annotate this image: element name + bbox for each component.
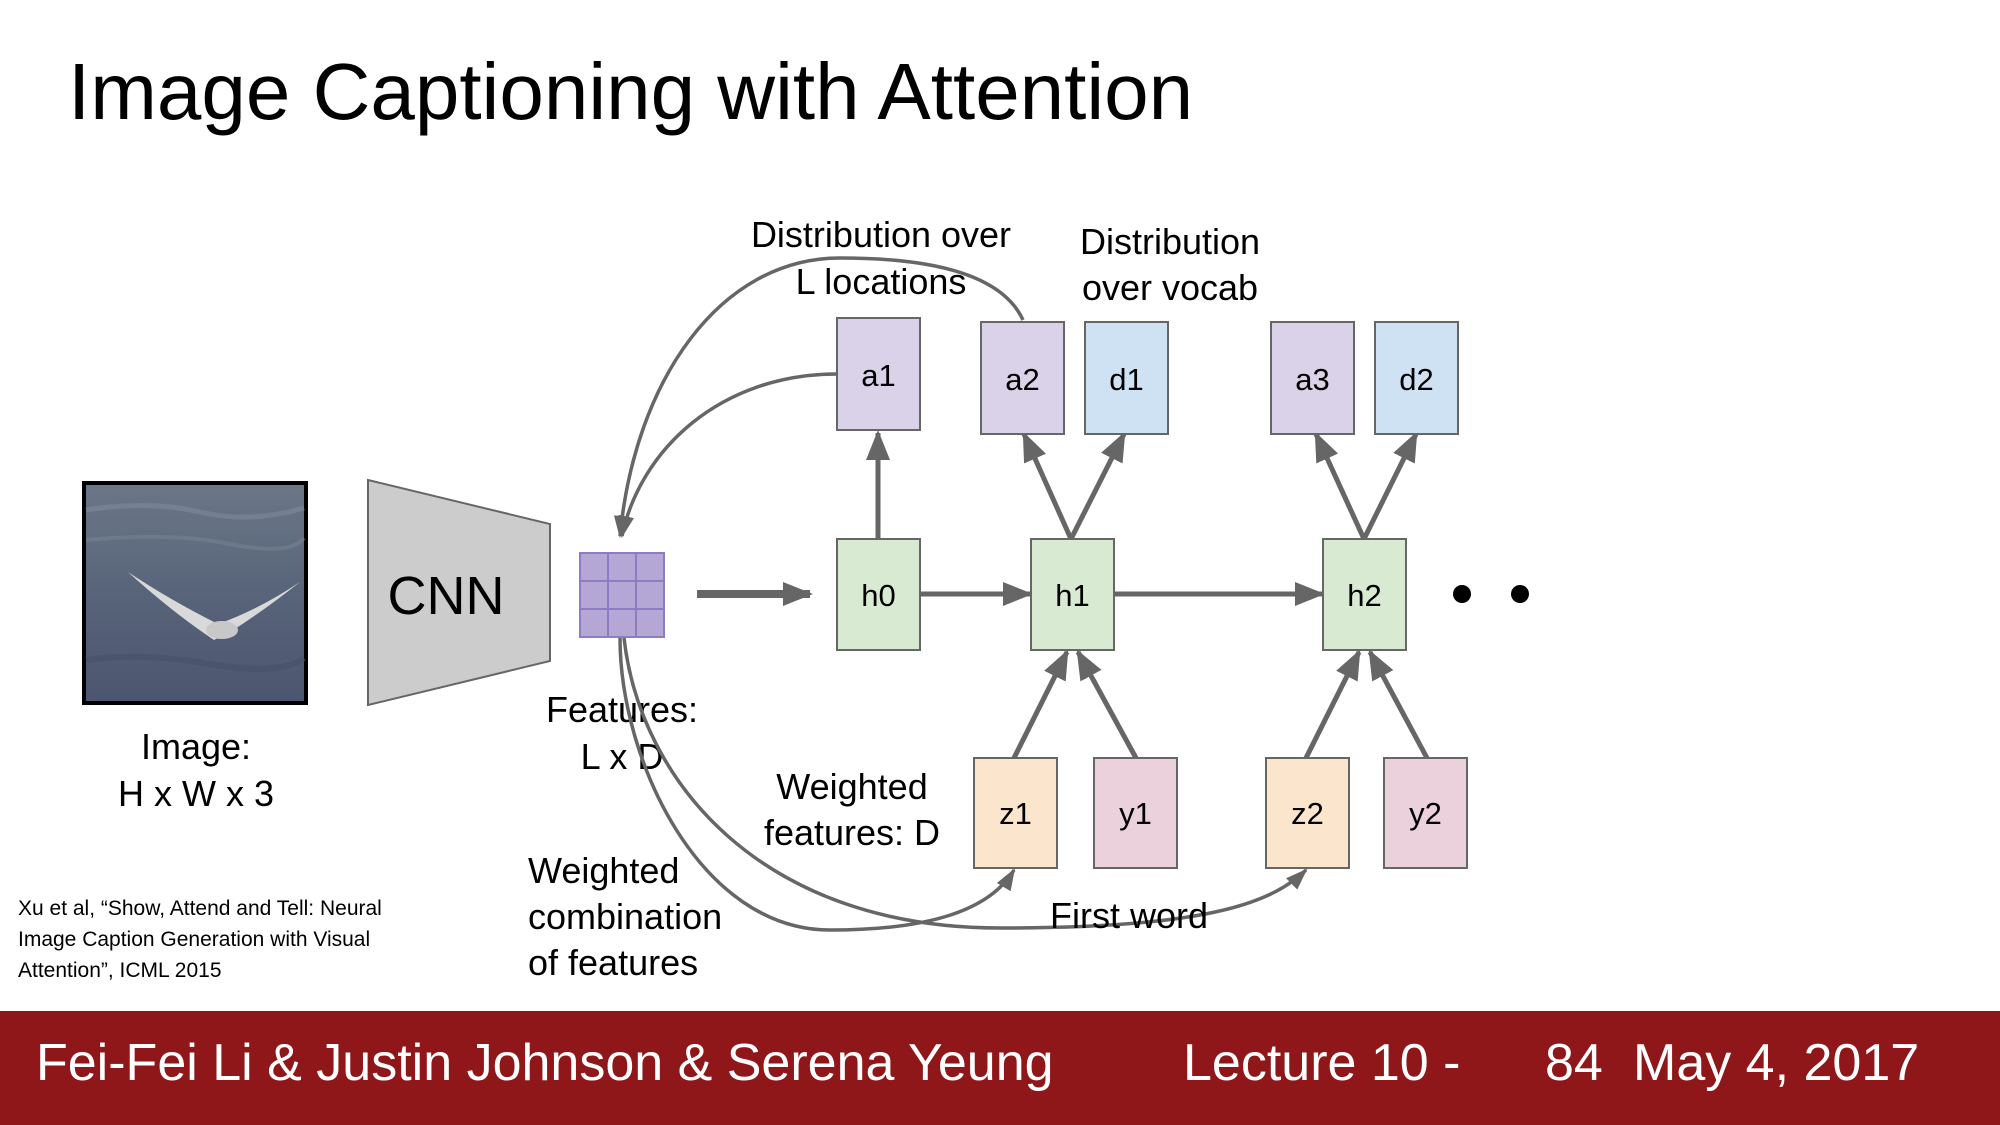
features-label-line1: Features: bbox=[546, 689, 698, 730]
weighted-combination-line2: combination bbox=[528, 896, 722, 937]
dist-locations-line1: Distribution over bbox=[751, 214, 1011, 255]
dist-locations-line2: L locations bbox=[796, 261, 967, 302]
arrow-h2-to-a3 bbox=[1313, 431, 1367, 541]
citation-line: Attention”, ICML 2015 bbox=[18, 959, 222, 982]
arrow-y2-to-h2 bbox=[1367, 649, 1430, 760]
svg-text:a2: a2 bbox=[1005, 362, 1039, 397]
weighted-combination-line3: of features bbox=[528, 942, 698, 983]
connector-arrows bbox=[613, 256, 1430, 932]
weighted-features-line2: features: D bbox=[764, 812, 940, 853]
weighted-features-line1: Weighted bbox=[776, 766, 927, 807]
svg-text:h2: h2 bbox=[1347, 578, 1381, 613]
citation-line: Xu et al, “Show, Attend and Tell: Neural bbox=[18, 897, 382, 920]
node-h1: h1 bbox=[1030, 538, 1115, 651]
attention-diagram: Image: H x W x 3 CNN Features: L x D a1 bbox=[82, 214, 1529, 983]
footer-date: May 4, 2017 bbox=[1633, 1034, 1920, 1092]
features-label-line2: L x D bbox=[581, 736, 664, 777]
svg-text:z1: z1 bbox=[999, 796, 1032, 831]
footer-authors: Fei-Fei Li & Justin Johnson & Serena Yeu… bbox=[36, 1034, 1054, 1092]
node-h2: h2 bbox=[1322, 538, 1407, 651]
weighted-combination-line1: Weighted bbox=[528, 850, 679, 891]
arrow-a2-to-features bbox=[613, 256, 1025, 538]
continuation-dot bbox=[1453, 585, 1471, 603]
node-h0: h0 bbox=[836, 538, 921, 651]
arrow-features-to-z1 bbox=[618, 637, 1016, 932]
cnn-label: CNN bbox=[388, 566, 505, 626]
arrow-h1-to-d1 bbox=[1068, 431, 1127, 541]
arrow-z2-to-h2 bbox=[1303, 649, 1362, 760]
node-a3: a3 bbox=[1270, 321, 1355, 435]
arrow-features-to-z2 bbox=[622, 637, 1308, 930]
footer-bar: Fei-Fei Li & Justin Johnson & Serena Yeu… bbox=[0, 1011, 2000, 1125]
image-label-line2: H x W x 3 bbox=[118, 773, 274, 814]
node-z2: z2 bbox=[1265, 757, 1350, 869]
arrow-a1-to-features bbox=[618, 372, 838, 538]
svg-text:d2: d2 bbox=[1399, 362, 1433, 397]
citation: Xu et al, “Show, Attend and Tell: Neural… bbox=[18, 893, 382, 986]
arrow-y1-to-h1 bbox=[1075, 649, 1139, 760]
svg-text:h0: h0 bbox=[861, 578, 895, 613]
image-label-line1: Image: bbox=[141, 726, 251, 767]
feature-grid bbox=[579, 552, 665, 638]
citation-line: Image Caption Generation with Visual bbox=[18, 928, 371, 951]
node-y1: y1 bbox=[1093, 757, 1178, 869]
arrow-h2-to-d2 bbox=[1361, 431, 1419, 541]
svg-text:z2: z2 bbox=[1291, 796, 1324, 831]
svg-text:d1: d1 bbox=[1109, 362, 1143, 397]
arrow-z1-to-h1 bbox=[1011, 649, 1070, 760]
svg-text:a1: a1 bbox=[861, 358, 895, 393]
dist-vocab-line2: over vocab bbox=[1082, 267, 1258, 308]
node-y2: y2 bbox=[1383, 757, 1468, 869]
arrow-h1-to-a2 bbox=[1021, 431, 1074, 541]
svg-text:h1: h1 bbox=[1055, 578, 1089, 613]
svg-text:y1: y1 bbox=[1119, 796, 1152, 831]
node-a1: a1 bbox=[836, 317, 921, 431]
svg-text:y2: y2 bbox=[1409, 796, 1442, 831]
cnn-block bbox=[367, 478, 551, 707]
node-a2: a2 bbox=[980, 321, 1065, 435]
node-d1: d1 bbox=[1084, 321, 1169, 435]
footer-page-number: 84 bbox=[1545, 1034, 1603, 1092]
footer-lecture: Lecture 10 - bbox=[1183, 1034, 1461, 1092]
first-word-label: First word bbox=[1050, 895, 1208, 936]
node-z1: z1 bbox=[973, 757, 1058, 869]
dist-vocab-line1: Distribution bbox=[1080, 221, 1260, 262]
input-image bbox=[82, 481, 308, 705]
svg-text:a3: a3 bbox=[1295, 362, 1329, 397]
continuation-dot bbox=[1511, 585, 1529, 603]
slide-title: Image Captioning with Attention bbox=[68, 47, 1194, 136]
node-d2: d2 bbox=[1374, 321, 1459, 435]
